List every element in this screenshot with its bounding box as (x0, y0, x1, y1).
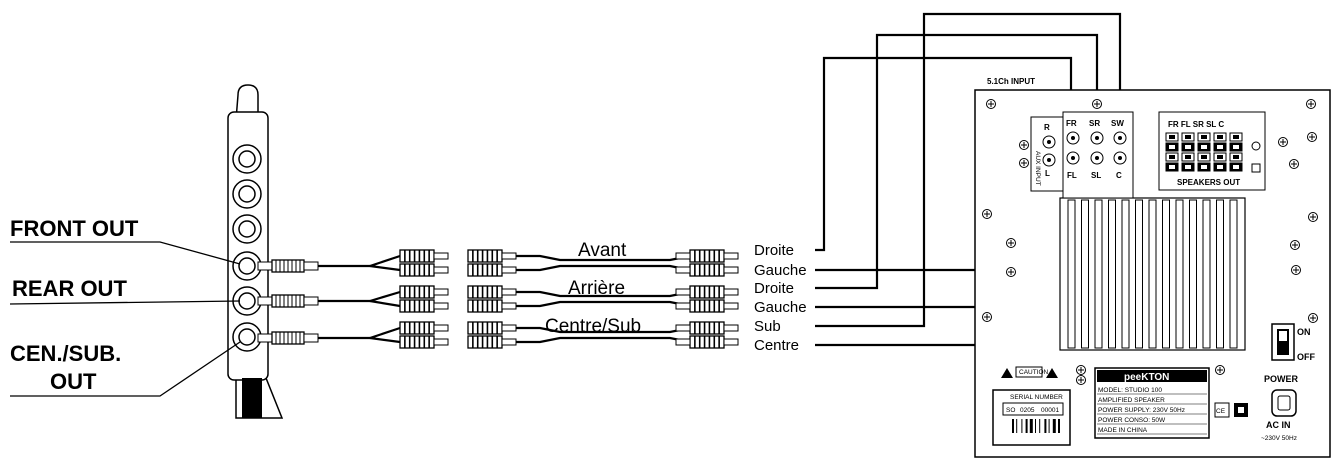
cable-1 (257, 285, 739, 313)
screw-icon (1215, 365, 1225, 375)
bracket-port-3 (232, 214, 262, 244)
svg-text:C: C (1116, 171, 1122, 180)
ce-box (1214, 402, 1230, 418)
bracket-port-censub (232, 322, 262, 352)
end-label-avant-droite: Droite (754, 242, 794, 259)
svg-text:SR: SR (1089, 119, 1100, 128)
soundcard-bracket (227, 84, 284, 419)
screw-icon (1291, 265, 1301, 275)
aux-input-label: AUX INPUT (1034, 151, 1041, 186)
nameplate-line: POWER SUPPLY: 230V 50Hz (1098, 407, 1185, 414)
screw-icon (1290, 240, 1300, 250)
ac-in-spec: ~230V 50Hz (1261, 435, 1297, 442)
cable-2 (257, 321, 739, 349)
ac-in-label: AC IN (1266, 420, 1291, 430)
svg-text:CEN./SUB.: CEN./SUB. (10, 341, 121, 366)
bracket-port-front (232, 251, 262, 281)
ce-mark: CE (1216, 408, 1226, 415)
cable-group (257, 249, 739, 349)
screw-icon (1019, 140, 1029, 150)
label-rear-out: REAR OUT (9, 276, 241, 305)
aux-input-block: R L AUX INPUT (1030, 116, 1064, 192)
cable-label-centre-sub: Centre/Sub (545, 316, 641, 337)
speakers-out-block: FR FL SR SL C SPEAKERS OUT (1158, 111, 1266, 191)
svg-text:REAR OUT: REAR OUT (12, 276, 127, 301)
cable-label-arriere: Arrière (568, 278, 625, 299)
screw-icon (1289, 159, 1299, 169)
svg-text:SERIAL NUMBER: SERIAL NUMBER (1010, 394, 1063, 401)
switch-on-label: ON (1297, 327, 1311, 337)
caution-label: CAUTION (1001, 366, 1058, 378)
brand-logo: peeKTON (1124, 372, 1169, 383)
svg-text:00001: 00001 (1041, 407, 1059, 414)
screw-icon (986, 99, 996, 109)
svg-text:FR FL SR SL C: FR FL SR SL C (1168, 120, 1224, 129)
end-label-arriere-gauche: Gauche (754, 299, 807, 316)
panel-screws (982, 99, 1318, 385)
speakers-out-label: SPEAKERS OUT (1177, 178, 1240, 187)
speaker-terminals (1165, 132, 1243, 172)
svg-text:FRONT OUT: FRONT OUT (10, 216, 139, 241)
wire-front-right (815, 56, 1073, 252)
end-label-arriere-droite: Droite (754, 280, 794, 297)
screw-icon (1278, 137, 1288, 147)
svg-text:FL: FL (1067, 171, 1077, 180)
screw-icon (1307, 132, 1317, 142)
svg-text:SO: SO (1006, 407, 1015, 414)
svg-text:0205: 0205 (1020, 407, 1035, 414)
power-switch: ON OFF (1271, 323, 1315, 362)
input-title: 5.1Ch INPUT (987, 77, 1035, 86)
power-label: POWER (1264, 374, 1299, 384)
svg-text:CAUTION: CAUTION (1019, 369, 1049, 376)
wire-rear-right (815, 33, 1099, 290)
wire-sub (815, 12, 1122, 328)
svg-text:FR: FR (1066, 119, 1077, 128)
cable-0 (257, 249, 739, 277)
input-jack-block: FR SR SW FL SL C (1062, 111, 1134, 199)
label-censub-out: CEN./SUB. OUT (10, 341, 241, 397)
screw-icon (982, 312, 992, 322)
serial-number-box: SERIAL NUMBER SO 0205 00001 (992, 389, 1071, 446)
nameplate-line: MODEL: STUDIO 100 (1098, 387, 1162, 394)
subwoofer-panel: 5.1Ch INPUT R L AUX INPUT FR SR SW FL SL (974, 77, 1331, 458)
screw-icon (1006, 238, 1016, 248)
screw-icon (1092, 99, 1102, 109)
bracket-port-2 (232, 179, 262, 209)
end-label-centre: Centre (754, 337, 799, 354)
label-front-out: FRONT OUT (10, 216, 241, 265)
svg-text:L: L (1045, 169, 1050, 178)
bracket-port-1 (232, 144, 262, 174)
cable-label-avant: Avant (578, 240, 627, 261)
screw-icon (1306, 99, 1316, 109)
end-label-avant-gauche: Gauche (754, 262, 807, 279)
svg-text:OUT: OUT (50, 369, 97, 394)
heatsink (1059, 197, 1246, 351)
screw-icon (1076, 365, 1086, 375)
end-label-sub: Sub (754, 318, 781, 335)
barcode (1012, 419, 1060, 433)
screw-icon (1019, 158, 1029, 168)
nameplate-line: AMPLIFIED SPEAKER (1098, 397, 1165, 404)
screw-icon (1006, 267, 1016, 277)
screw-icon (1308, 212, 1318, 222)
svg-text:SW: SW (1111, 119, 1124, 128)
switch-off-label: OFF (1297, 352, 1315, 362)
screw-icon (982, 209, 992, 219)
bracket-port-rear (232, 286, 262, 316)
nameplate-line: MADE IN CHINA (1098, 427, 1148, 434)
screw-icon (1308, 313, 1318, 323)
nameplate-line: POWER CONSO: 50W (1098, 417, 1166, 424)
screw-icon (1076, 375, 1086, 385)
svg-text:SL: SL (1091, 171, 1101, 180)
svg-text:R: R (1044, 123, 1050, 132)
